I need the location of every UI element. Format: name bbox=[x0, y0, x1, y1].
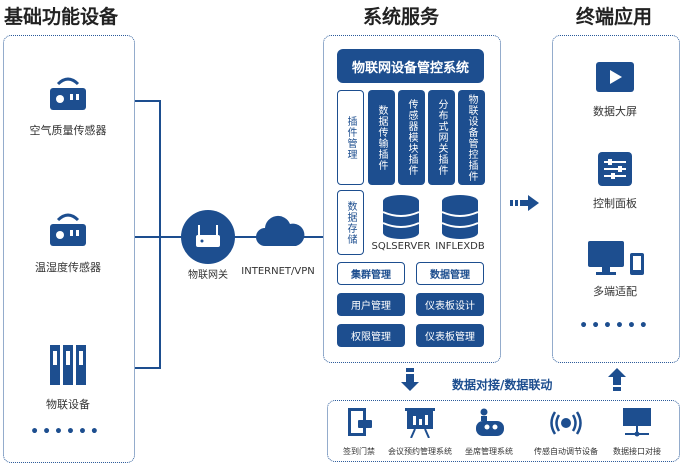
arrow-down-icon bbox=[401, 368, 419, 391]
devices-panel bbox=[3, 35, 135, 463]
system-panel bbox=[323, 35, 501, 363]
integration-label: 数据接口对接 bbox=[613, 447, 661, 456]
plugin-distributed-gateway[interactable]: 分布式网关插件 bbox=[428, 90, 455, 185]
section-title-services: 系统服务 bbox=[363, 6, 440, 28]
section-title-devices: 基础功能设备 bbox=[4, 6, 119, 28]
integration-label: 签到门禁 bbox=[343, 447, 375, 456]
door-card-icon bbox=[348, 408, 372, 436]
more-dots: •••••• bbox=[579, 318, 651, 334]
device-label: 物联设备 bbox=[46, 398, 90, 411]
connector bbox=[159, 100, 161, 369]
device-label: 空气质量传感器 bbox=[29, 124, 107, 137]
arrow-right-icon bbox=[510, 195, 539, 211]
user-management-button[interactable]: 用户管理 bbox=[337, 293, 405, 316]
integration-label: 会议预约管理系统 bbox=[388, 447, 452, 456]
db-label-sqlserver: SQLSERVER bbox=[371, 241, 431, 252]
integrations-panel bbox=[327, 400, 680, 462]
terminal-label: 多端适配 bbox=[593, 285, 637, 298]
connector bbox=[135, 100, 161, 102]
monitor-phone-icon bbox=[588, 241, 644, 275]
network-label: INTERNET/VPN bbox=[241, 266, 315, 277]
terminal-label: 控制面板 bbox=[593, 197, 637, 210]
network-monitor-icon bbox=[623, 408, 651, 437]
sliders-icon bbox=[598, 152, 632, 186]
db-label-inflexdb: INFLEXDB bbox=[435, 241, 485, 252]
plugin-data-transfer[interactable]: 数据传输插件 bbox=[368, 90, 395, 185]
integration-label: 传感自动调节设备 bbox=[534, 447, 598, 456]
device-label: 温湿度传感器 bbox=[35, 261, 101, 274]
plugin-device-control[interactable]: 物联设备管控插件 bbox=[458, 90, 485, 185]
connector bbox=[135, 367, 161, 369]
sensor-icon bbox=[50, 213, 86, 246]
video-screen-icon bbox=[596, 62, 634, 92]
data-storage: 数据存储 bbox=[337, 190, 364, 255]
terminals-panel bbox=[552, 35, 680, 363]
plugin-management[interactable]: 插件管理 bbox=[337, 90, 364, 185]
arrow-up-icon bbox=[608, 368, 626, 391]
connector bbox=[160, 236, 323, 238]
dashboard-management-button[interactable]: 仪表板管理 bbox=[416, 324, 484, 347]
sensor-icon bbox=[50, 77, 86, 110]
gateway-label: 物联网关 bbox=[188, 270, 228, 281]
terminal-label: 数据大屏 bbox=[593, 105, 637, 118]
router-icon bbox=[181, 210, 235, 264]
presentation-board-icon bbox=[405, 408, 435, 438]
plugin-sensor-module[interactable]: 传感器模块插件 bbox=[398, 90, 425, 185]
server-rack-icon bbox=[50, 345, 86, 385]
more-dots: •••••• bbox=[30, 424, 102, 440]
seating-icon bbox=[476, 408, 504, 436]
system-title: 物联网设备管控系统 bbox=[337, 49, 484, 83]
data-management-button[interactable]: 数据管理 bbox=[416, 262, 484, 285]
connector bbox=[135, 236, 161, 238]
database-icon bbox=[382, 195, 420, 239]
link-label: 数据对接/数据联动 bbox=[452, 378, 553, 392]
integration-label: 坐席管理系统 bbox=[465, 447, 513, 456]
database-icon bbox=[441, 195, 479, 239]
section-title-terminals: 终端应用 bbox=[576, 6, 653, 28]
cloud-icon bbox=[256, 215, 305, 246]
permission-management-button[interactable]: 权限管理 bbox=[337, 324, 405, 347]
dashboard-design-button[interactable]: 仪表板设计 bbox=[416, 293, 484, 316]
cluster-management-button[interactable]: 集群管理 bbox=[337, 262, 405, 285]
signal-icon bbox=[550, 411, 582, 435]
